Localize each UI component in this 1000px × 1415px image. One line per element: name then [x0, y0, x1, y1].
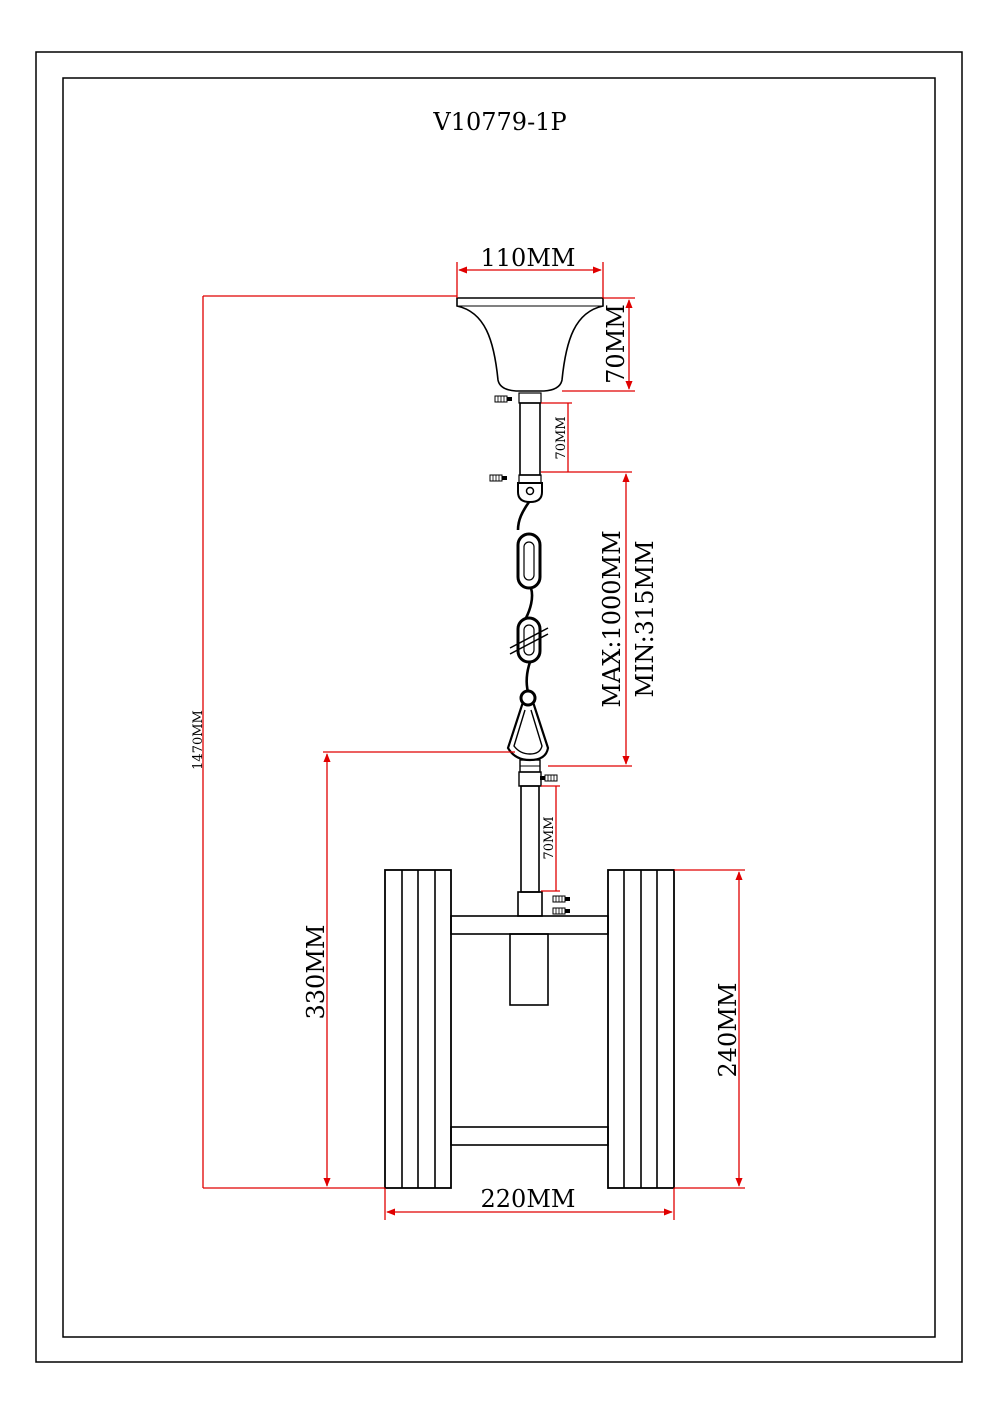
fixture-height-label: 330MM — [302, 925, 330, 1020]
fixture-body — [450, 915, 609, 1146]
fixture-width-label: 220MM — [481, 1185, 576, 1213]
screw-icon — [552, 907, 570, 915]
chain-min-label: MIN:315MM — [631, 540, 659, 697]
overall-height-label: 1470MM — [191, 710, 206, 770]
canopy-width-label: 110MM — [481, 244, 576, 272]
chain — [509, 501, 549, 707]
lower-rod-label: 70MM — [542, 816, 557, 859]
screw-icon — [552, 895, 570, 903]
screw-icon — [540, 774, 558, 782]
inner-border — [62, 77, 936, 1338]
upper-connector — [517, 474, 543, 504]
screw-icon — [489, 474, 507, 482]
chain-max-label: MAX:1000MM — [598, 530, 626, 707]
upper-rod — [518, 392, 542, 476]
lower-rod — [517, 785, 543, 917]
drawing-title: V10779-1P — [432, 108, 566, 136]
screw-icon — [494, 395, 512, 403]
hook — [506, 701, 550, 762]
shade-height-label: 240MM — [714, 983, 742, 1078]
canopy — [456, 297, 604, 392]
right-panel — [607, 869, 675, 1189]
canopy-height-label: 70MM — [602, 304, 630, 384]
dimension-lines — [202, 262, 745, 1220]
outer-border — [35, 51, 963, 1363]
left-panel — [384, 869, 452, 1189]
upper-rod-label: 70MM — [554, 416, 569, 459]
lower-connector — [518, 759, 542, 787]
